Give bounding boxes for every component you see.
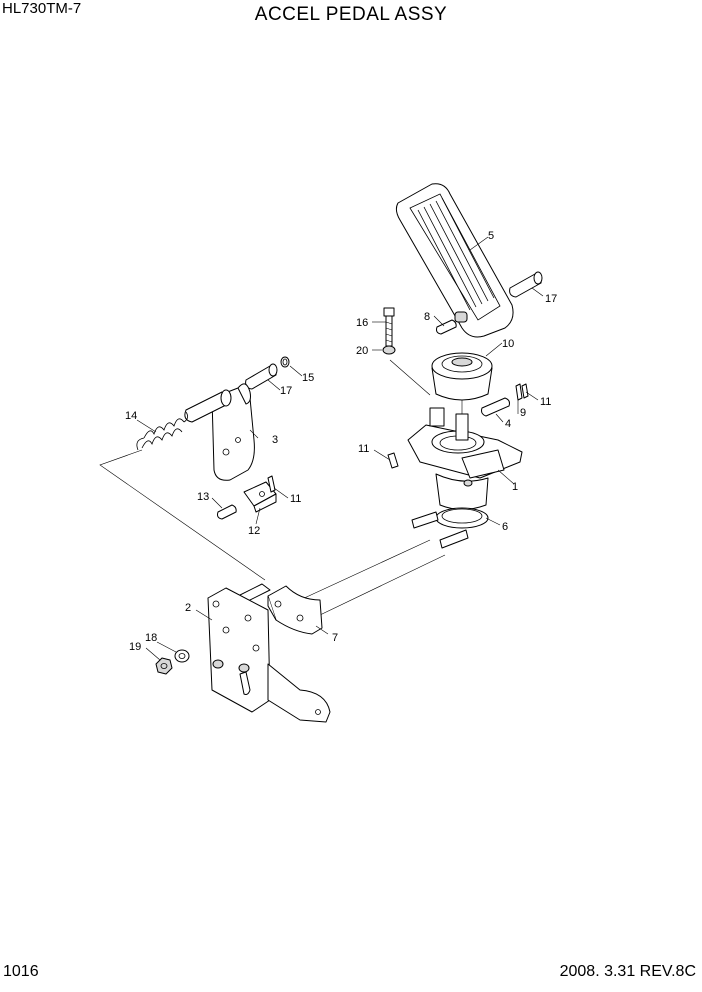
pedal-pad-part-5 — [395, 183, 514, 338]
callout-13: 13 — [197, 491, 209, 503]
callout-6: 6 — [502, 521, 508, 533]
clip-part-11-left — [387, 452, 399, 469]
callout-labels: 1 2 3 4 5 6 7 8 9 10 11 11 11 12 13 14 1… — [125, 230, 557, 653]
rubber-boot-part-10 — [431, 352, 493, 401]
model-code: HL730TM-7 — [2, 0, 82, 17]
callout-5: 5 — [488, 230, 494, 242]
page-number: 1016 — [3, 963, 39, 980]
callout-10: 10 — [502, 338, 514, 350]
callout-17-left: 17 — [280, 385, 292, 397]
revision-date: 2008. 3.31 REV.8C — [559, 963, 696, 980]
lever-arm-part-3 — [184, 383, 255, 481]
pin-part-17-right — [509, 271, 543, 298]
callout-7: 7 — [332, 632, 338, 644]
mounting-bracket-part-2 — [207, 587, 331, 723]
shaft-pins — [411, 511, 469, 549]
callout-14: 14 — [125, 410, 137, 422]
callout-11-lower: 11 — [290, 493, 301, 505]
pedal-housing-part-1 — [407, 407, 523, 510]
pin-part-17-left — [245, 363, 278, 390]
callout-18: 18 — [145, 632, 157, 644]
bolt-part-16 — [383, 307, 395, 347]
clevis-part-12 — [243, 481, 277, 513]
callout-12: 12 — [248, 525, 260, 537]
callout-11-upper-right: 11 — [540, 396, 551, 408]
pin-part-4 — [481, 397, 510, 417]
nut-part-20 — [382, 345, 396, 355]
snap-ring-part-15 — [280, 356, 290, 368]
callout-2: 2 — [185, 602, 191, 614]
callout-19: 19 — [129, 641, 141, 653]
callout-leader-lines — [136, 236, 544, 661]
clip-part-11-upper — [521, 383, 529, 399]
callout-20: 20 — [356, 345, 368, 357]
clip-part-9 — [515, 383, 523, 401]
pin-part-8 — [436, 319, 457, 335]
callout-1: 1 — [512, 481, 518, 493]
callout-16: 16 — [356, 317, 368, 329]
clip-part-11-lower — [267, 475, 276, 493]
bushing-part-6 — [435, 507, 489, 529]
callout-8: 8 — [424, 311, 430, 323]
callout-11-left: 11 — [358, 443, 369, 455]
nut-part-19 — [155, 657, 173, 675]
callout-4: 4 — [505, 418, 511, 430]
callout-3: 3 — [272, 434, 278, 446]
callout-15: 15 — [302, 372, 314, 384]
page-title: ACCEL PEDAL ASSY — [254, 4, 448, 25]
assembly-guide-lines — [99, 359, 463, 616]
return-spring-part-14 — [136, 411, 188, 451]
callout-17-right: 17 — [545, 293, 557, 305]
washer-part-18 — [174, 649, 190, 663]
pin-part-13 — [217, 504, 237, 520]
callout-9: 9 — [520, 407, 526, 419]
